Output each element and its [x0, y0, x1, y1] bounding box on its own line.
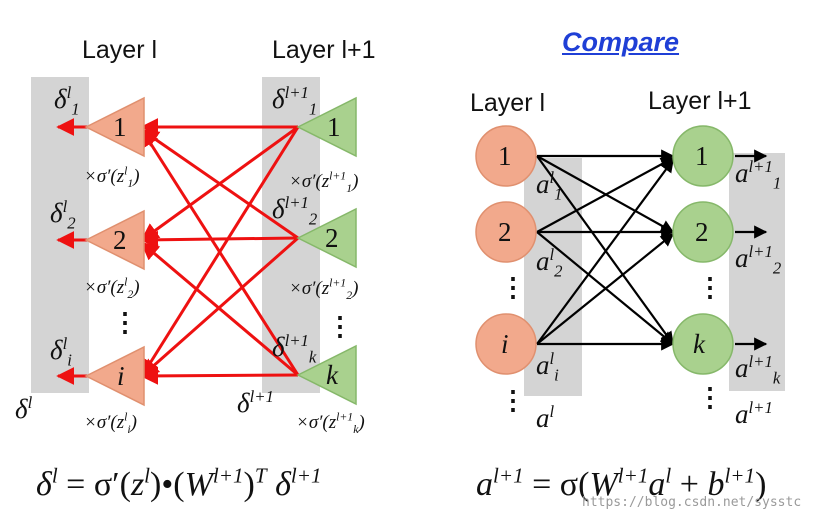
delta-l1-k: δl+1k	[272, 331, 317, 367]
left-node-1-label: 1	[113, 112, 127, 142]
left-node-2-label: 2	[113, 225, 127, 255]
left-neuron-l1-2	[296, 207, 357, 269]
red-arrow-k-1	[140, 128, 300, 376]
left-neuron-i	[84, 345, 145, 407]
delta-l-1: δl1	[54, 83, 80, 119]
delta-l-2: δl2	[50, 197, 76, 233]
left-node-l1-2-label: 2	[325, 223, 339, 253]
a-l-i: ali	[536, 349, 559, 385]
right-vdots-l1-1: ⋮	[697, 273, 723, 302]
delta-l1-vector: δl+1	[237, 387, 274, 418]
right-layer-l1-band	[729, 153, 785, 391]
right-node-2-label: 2	[498, 217, 512, 247]
left-node-l1-1-label: 1	[327, 112, 341, 142]
a-l1-2: al+12	[735, 242, 782, 278]
right-vdots-l-1: ⋮	[500, 273, 526, 302]
black-arrow-2-1	[536, 157, 675, 233]
right-neuron-2	[475, 201, 537, 263]
right-layer-l1-heading: Layer l+1	[648, 87, 752, 115]
delta-l1-2: δl+12	[272, 193, 318, 229]
sigma-prime-l1-2: ×σ′(zl+12)	[289, 276, 359, 302]
left-node-l1-k-label: k	[326, 360, 338, 390]
black-arrow-1-k	[536, 155, 674, 346]
right-node-1-label: 1	[498, 141, 512, 171]
left-neuron-1	[84, 96, 145, 158]
compare-title: Compare	[562, 27, 680, 57]
right-layer-l-heading: Layer l	[470, 89, 546, 117]
red-arrow-k-i	[140, 366, 299, 385]
red-arrow-2-1	[140, 128, 299, 240]
right-node-i-label: i	[501, 329, 509, 359]
black-arrow-i-1	[536, 158, 674, 345]
sigma-prime-l-i: ×σ′(zli)	[84, 410, 137, 436]
red-arrow-k-2	[140, 241, 299, 377]
red-arrow-2-i	[140, 236, 299, 378]
sigma-prime-l1-1: ×σ′(zl+11)	[289, 169, 359, 195]
forward-equation: al+1 = σ(Wl+1al + bl+1)	[476, 463, 767, 503]
right-node-l1-1-label: 1	[695, 141, 709, 171]
a-l-1: al1	[536, 168, 563, 204]
left-vdots-l1: ⋮	[327, 312, 353, 341]
right-neuron-l1-2	[672, 201, 734, 263]
sigma-prime-l-2: ×σ′(zl2)	[84, 275, 140, 301]
a-l1-vector: al+1	[735, 398, 773, 429]
left-neuron-2	[84, 209, 145, 271]
delta-l-vector: δl	[15, 393, 33, 424]
a-l1-1: al+11	[735, 157, 782, 193]
right-neuron-i	[475, 313, 537, 375]
left-node-i-label: i	[117, 361, 125, 391]
right-node-l1-2-label: 2	[695, 217, 709, 247]
right-vdots-l1-2: ⋮	[697, 383, 723, 412]
delta-l-i: δli	[50, 334, 72, 370]
sigma-prime-l1-k: ×σ′(zl+1k)	[296, 410, 365, 436]
left-neuron-l1-1	[296, 96, 357, 158]
right-neuron-l1-k	[672, 313, 734, 375]
right-node-l1-k-label: k	[693, 329, 705, 359]
delta-l1-1: δl+11	[272, 83, 318, 119]
left-layer-l1-heading: Layer l+1	[272, 36, 376, 64]
right-vdots-l-2: ⋮	[500, 386, 526, 415]
right-neuron-1	[475, 125, 537, 187]
backprop-equation: δl = σ′(zl)•(Wl+1)T δl+1	[36, 463, 322, 503]
red-arrow-2-2	[140, 230, 299, 249]
a-l-2: al2	[536, 245, 563, 281]
left-neuron-l1-k	[296, 344, 357, 406]
sigma-prime-l-1: ×σ′(zl1)	[84, 164, 140, 190]
a-l-vector: al	[536, 402, 555, 433]
left-vdots-l: ⋮	[112, 308, 138, 337]
watermark-url: https://blog.csdn.net/sysstc	[582, 495, 802, 510]
a-l1-k: al+1k	[735, 352, 781, 388]
left-layer-l-heading: Layer l	[82, 36, 158, 64]
right-neuron-l1-1	[672, 125, 734, 187]
black-arrow-i-2	[536, 233, 675, 345]
